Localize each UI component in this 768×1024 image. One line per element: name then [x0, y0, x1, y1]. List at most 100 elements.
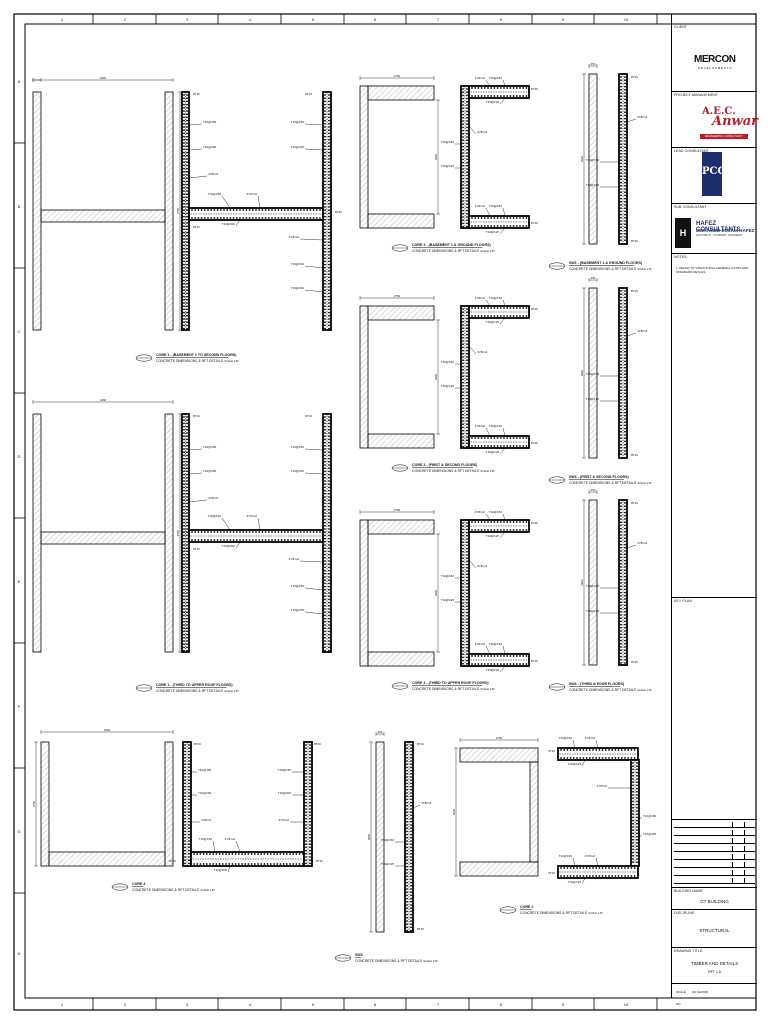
rebar-dot: [512, 225, 515, 227]
rebar-dot: [462, 148, 464, 151]
rebar-dot: [620, 427, 622, 430]
rebar-dot: [271, 209, 273, 211]
rebar-label: 4Y8/m2: [279, 818, 290, 822]
rebar-dot: [608, 875, 610, 877]
leader-line: [235, 219, 241, 227]
rebar-dot: [188, 798, 190, 801]
rebar-dot: [186, 183, 188, 186]
leader-line: [485, 299, 491, 307]
rebar-dot: [328, 218, 330, 221]
column-label: 3: [186, 1002, 189, 1007]
rebar-dot: [183, 476, 185, 479]
rebar-dot: [462, 158, 464, 161]
rebar-dot: [324, 636, 326, 639]
rebar-dot: [462, 346, 464, 349]
rebar-dot: [324, 435, 326, 438]
rebar-dot: [620, 334, 622, 337]
sw1-wall: [588, 287, 598, 459]
rebar-dot: [183, 241, 185, 244]
rebar-dot: [191, 217, 193, 219]
rebar-dot: [471, 87, 473, 89]
rebar-dot: [620, 502, 622, 504]
rebar-dot: [188, 782, 190, 785]
rebar-dot: [466, 171, 468, 174]
rebar-dot: [328, 489, 330, 492]
rebar-dot: [183, 553, 185, 556]
rebar-dot: [462, 659, 464, 662]
rebar-dot: [406, 766, 408, 769]
rebar-dot: [328, 502, 330, 505]
rebar-dot: [324, 138, 326, 141]
rebar-dot: [624, 130, 626, 133]
rebar-dot: [410, 817, 412, 820]
rebar-dot: [328, 464, 330, 466]
rebar-dot: [296, 217, 299, 219]
rebar-dot: [410, 910, 412, 913]
rebar-dot: [186, 100, 188, 103]
rebar-dot: [624, 591, 626, 594]
rebar-dot: [462, 634, 464, 636]
rebar-dot: [630, 757, 633, 759]
leader-line: [212, 840, 216, 853]
rebar-dot: [186, 569, 188, 572]
rebar-dot: [328, 451, 330, 454]
rebar-dot: [309, 788, 311, 791]
rebar-dot: [611, 867, 614, 869]
rebar-dot: [328, 282, 330, 285]
rebar-dot: [324, 444, 326, 447]
rebar-dot: [183, 180, 185, 183]
rebar-dot: [509, 529, 512, 531]
rebar-dot: [183, 97, 185, 100]
rebar-label: T10@200: [222, 544, 236, 548]
rebar-dot: [499, 437, 502, 439]
rebar-dot: [188, 801, 190, 804]
rebar-dot: [462, 333, 464, 336]
rebar-dot: [328, 327, 330, 330]
rebar-dot: [188, 852, 190, 855]
rebar-dot: [466, 394, 468, 397]
rebar-dot: [183, 295, 185, 298]
rebar-dot: [289, 863, 291, 865]
rebar-dot: [466, 352, 468, 355]
rebar-dot: [406, 878, 408, 881]
rebar-dot: [624, 213, 626, 216]
rebar-dot: [295, 863, 298, 865]
rebar-dot: [466, 653, 468, 656]
rebar-dot: [183, 113, 185, 116]
rebar-dot: [462, 349, 464, 352]
rebar-dot: [309, 531, 312, 533]
rebar-dot: [184, 817, 186, 820]
rebar-dot: [620, 111, 622, 114]
rebar-dot: [515, 521, 518, 523]
rebar-dot: [194, 531, 197, 533]
rebar-dot: [624, 322, 626, 324]
rebar-dot: [324, 540, 326, 543]
drawing-title: SW2: [355, 953, 363, 957]
rebar-dot: [223, 539, 225, 541]
rebar-dot: [328, 228, 330, 231]
rebar-dot: [328, 222, 330, 224]
rebar-dot: [183, 435, 185, 438]
rebar-dot: [620, 143, 622, 146]
rebar-dot: [512, 529, 515, 531]
rebar-dot: [328, 97, 330, 100]
rebar-dot: [592, 757, 594, 759]
rebar-dot: [324, 177, 326, 180]
rebar-dot: [466, 314, 468, 317]
rebar-dot: [406, 760, 408, 762]
rebar-dot: [328, 148, 330, 151]
rebar-dot: [620, 108, 622, 110]
leader-line: [304, 148, 324, 151]
rebar-dot: [186, 244, 188, 247]
rebar-dot: [620, 309, 622, 312]
rebar-dot: [309, 817, 311, 820]
rebar-dot: [477, 217, 480, 219]
drawing-title: CORE 2: [520, 905, 533, 909]
rebar-dot: [515, 655, 518, 657]
rebar-dot: [328, 569, 330, 572]
rebar-dot: [183, 222, 185, 224]
rebar-dot: [406, 817, 408, 820]
rebar-dot: [624, 534, 626, 536]
rebar-dot: [247, 853, 250, 855]
dimension-label: 2960: [580, 579, 584, 586]
